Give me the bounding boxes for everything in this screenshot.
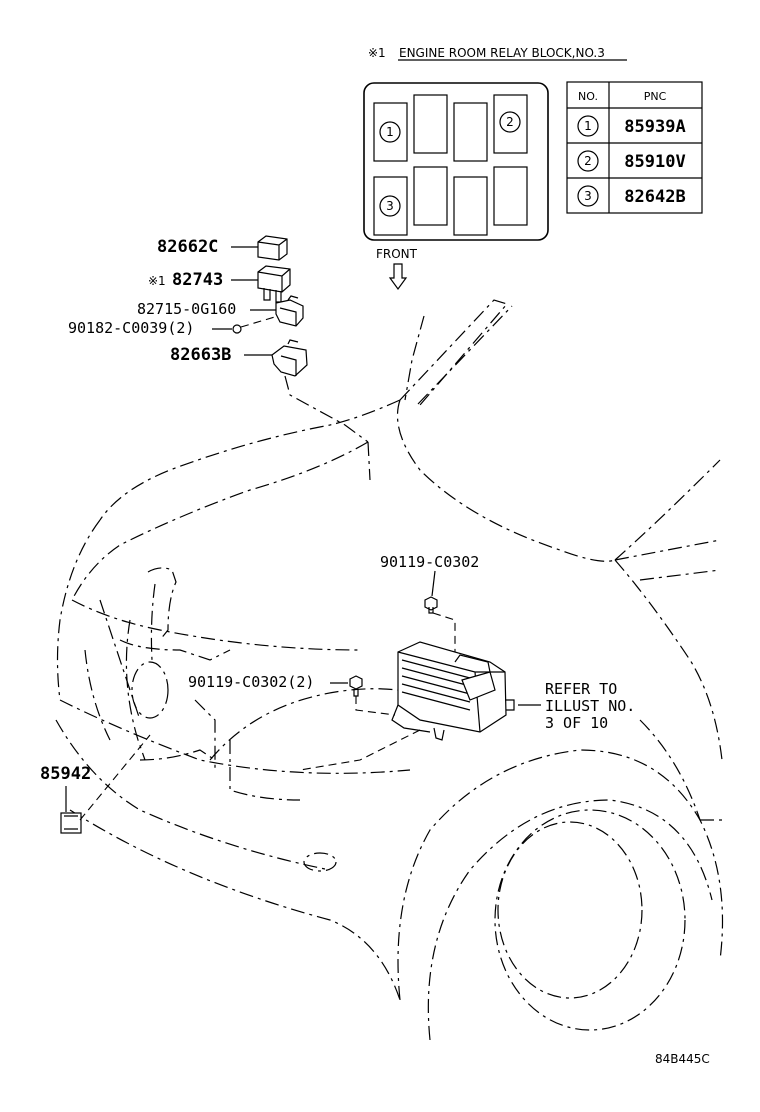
front-arrow-icon <box>388 263 408 291</box>
diagram-code: 84B445C <box>655 1052 710 1066</box>
relay-box-assembly <box>299 641 541 771</box>
bracket-82663b-icon <box>271 339 308 377</box>
bracket-leader-line <box>284 375 369 443</box>
relay-block-outline <box>363 82 549 241</box>
part-label-82743-symbol: ※1 <box>148 274 166 288</box>
slot-marker-1 <box>379 121 401 143</box>
slot-marker-2-text: 2 <box>506 115 514 129</box>
part-90119-top: 90119-C0302 <box>380 553 479 665</box>
relay-slot-bottom-2 <box>413 166 448 226</box>
relay-holder-82715-icon <box>275 295 304 327</box>
bolt-top-icon <box>424 596 438 614</box>
part-label-90119-left: 90119-C0302(2) <box>188 673 314 691</box>
slot-marker-2 <box>499 111 521 133</box>
part-label-90119-top: 90119-C0302 <box>380 553 479 571</box>
relay-block-title: ※1 ENGINE ROOM RELAY BLOCK,NO.3 <box>368 46 627 61</box>
pnc-table-border <box>566 81 703 214</box>
relay-box-body <box>397 641 507 733</box>
relay-slot-top-2 <box>413 94 448 154</box>
relay-block-title-text: ENGINE ROOM RELAY BLOCK,NO.3 <box>399 46 605 60</box>
part-labels-upper: 82662C ※1 82743 82715-0G160 90182-C0039(… <box>68 237 276 365</box>
refer-note-line3: 3 OF 10 <box>545 714 608 732</box>
screw-90182-icon <box>232 315 279 334</box>
part-label-82662c: 82662C <box>157 237 218 257</box>
part-label-82743: 82743 <box>172 270 223 290</box>
connector-85942-icon <box>60 812 82 834</box>
part-85942: 85942 <box>40 734 151 834</box>
pnc-row-1-marker <box>577 115 599 137</box>
slot-marker-1-text: 1 <box>386 125 394 139</box>
pnc-table-header-pnc: PNC <box>644 90 667 103</box>
pnc-table: NO. PNC 1 85939A 2 85910V 3 82642B <box>566 81 703 214</box>
relay-block-symbol: ※1 <box>368 46 386 60</box>
relay-slot-bottom-3 <box>453 176 488 236</box>
pnc-row-2-pnc: 85910V <box>624 152 685 172</box>
refer-note: REFER TO ILLUST NO. 3 OF 10 <box>545 680 635 732</box>
refer-note-line2: ILLUST NO. <box>545 697 635 715</box>
relay-82662c-icon <box>257 235 288 261</box>
vehicle-outline <box>55 299 724 1041</box>
relay-slot-top-3 <box>453 102 488 162</box>
part-label-90182: 90182-C0039(2) <box>68 319 194 337</box>
bolt-left-icon <box>349 675 363 697</box>
relay-82743-icon <box>257 265 291 303</box>
pnc-row-1-no: 1 <box>584 119 592 133</box>
slot-marker-3 <box>379 195 401 217</box>
part-label-82715: 82715-0G160 <box>137 300 236 318</box>
pnc-row-1-pnc: 85939A <box>624 117 685 137</box>
part-label-85942: 85942 <box>40 764 91 784</box>
washer-reservoir <box>119 567 231 770</box>
pnc-row-2-no: 2 <box>584 154 592 168</box>
pnc-row-3-no: 3 <box>584 189 592 203</box>
pnc-row-3-marker <box>577 185 599 207</box>
pnc-row-3-pnc: 82642B <box>624 187 685 207</box>
pnc-table-header-no: NO. <box>578 90 598 103</box>
relay-slot-bottom-4 <box>493 166 528 226</box>
pnc-row-2-marker <box>577 150 599 172</box>
part-90119-left: 90119-C0302(2) <box>188 673 396 716</box>
front-label: FRONT <box>376 247 418 261</box>
refer-note-line1: REFER TO <box>545 680 617 698</box>
relay-components <box>232 235 369 443</box>
relay-block-layout: 1 2 3 FRONT <box>363 82 549 291</box>
connector-85942-leader <box>79 734 151 821</box>
slot-marker-3-text: 3 <box>386 199 394 213</box>
part-label-82663b: 82663B <box>170 345 231 365</box>
